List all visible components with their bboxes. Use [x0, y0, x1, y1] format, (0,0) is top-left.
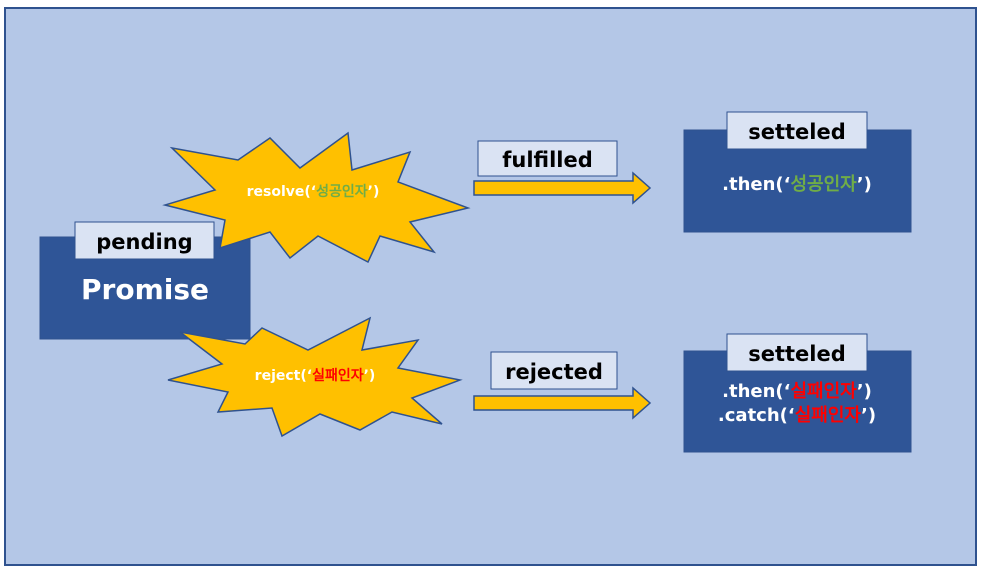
success-then-argument: 성공인자 [791, 174, 858, 195]
rejected-arrow-group: rejected [473, 351, 652, 420]
rejected-arrow [473, 386, 652, 420]
resolve-argument: 성공인자 [316, 183, 368, 200]
resolve-prefix: resolve(‘ [247, 184, 317, 200]
reject-burst-shape [167, 316, 463, 438]
failure-then-argument: 실패인자 [791, 381, 858, 402]
settled-success-label: setteled [748, 120, 846, 144]
reject-suffix: ’) [364, 368, 376, 384]
settled-failure-group: setteled .then(‘실패인자’) .catch(‘실패인자’) [683, 333, 912, 453]
resolve-burst-group: resolve(‘성공인자’) [162, 131, 471, 264]
failure-then-prefix: .then(‘ [722, 381, 790, 402]
fulfilled-label-box [477, 140, 618, 177]
promise-title: Promise [81, 273, 209, 306]
resolve-burst-shape [162, 131, 471, 264]
settled-failure-then-text: .then(‘실패인자’) [722, 381, 872, 402]
resolve-call-text: resolve(‘성공인자’) [247, 183, 380, 200]
success-then-suffix: ’) [857, 174, 872, 195]
rejected-label: rejected [505, 360, 603, 384]
fulfilled-arrow [473, 171, 652, 205]
resolve-suffix: ’) [368, 184, 380, 200]
failure-catch-argument: 실패인자 [795, 405, 862, 426]
failure-catch-prefix: .catch(‘ [718, 405, 795, 426]
settled-failure-label: setteled [748, 342, 846, 366]
reject-burst-group: reject(‘실패인자’) [167, 316, 463, 438]
pending-label: pending [96, 230, 192, 254]
fulfilled-label: fulfilled [502, 148, 593, 172]
settled-success-label-box [726, 111, 868, 150]
fulfilled-arrow-group: fulfilled [473, 140, 652, 205]
settled-failure-catch-text: .catch(‘실패인자’) [718, 405, 876, 426]
settled-success-group: setteled .then(‘성공인자’) [683, 111, 912, 233]
failure-catch-suffix: ’) [861, 405, 876, 426]
success-then-prefix: .then(‘ [722, 174, 790, 195]
settled-failure-label-box [726, 333, 868, 372]
failure-then-suffix: ’) [857, 381, 872, 402]
reject-prefix: reject(‘ [255, 368, 312, 384]
promise-box-group: pending Promise [39, 221, 251, 340]
pending-label-box [74, 221, 215, 260]
reject-argument: 실패인자 [312, 367, 364, 384]
reject-call-text: reject(‘실패인자’) [255, 367, 376, 384]
rejected-label-box [490, 351, 618, 390]
settled-success-then-text: .then(‘성공인자’) [722, 174, 872, 195]
